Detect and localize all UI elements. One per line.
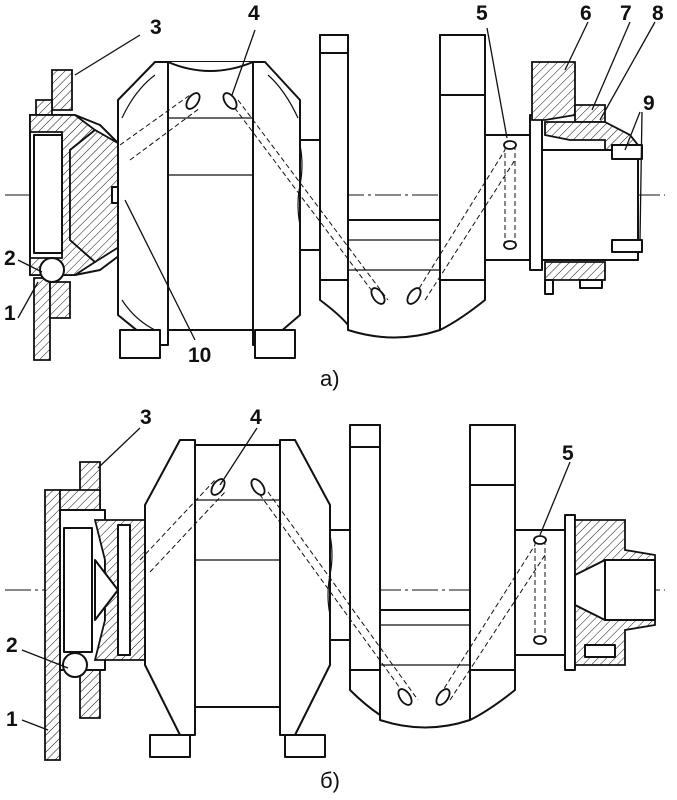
callout-a-7: 7 xyxy=(620,2,632,25)
caption-a: а) xyxy=(320,366,340,391)
callout-a-6: 6 xyxy=(580,2,592,25)
caption-b: б) xyxy=(320,768,340,793)
callout-b-2: 2 xyxy=(6,634,18,657)
callout-b-4: 4 xyxy=(250,406,262,429)
callout-a-5: 5 xyxy=(476,2,488,25)
callout-b-1: 1 xyxy=(6,708,18,731)
callout-a-3: 3 xyxy=(150,16,162,39)
view-b-drawing xyxy=(5,424,665,761)
callout-b-3: 3 xyxy=(140,406,152,429)
callout-a-10: 10 xyxy=(188,344,211,367)
rear-seal-part-6 xyxy=(531,61,576,121)
callout-a-8: 8 xyxy=(652,2,664,25)
callout-a-4: 4 xyxy=(248,2,260,25)
flange-part-1-a xyxy=(33,277,51,361)
callout-a-9: 9 xyxy=(643,92,655,115)
callout-a-2: 2 xyxy=(4,247,16,270)
callout-a-1: 1 xyxy=(4,302,16,325)
callout-b-5: 5 xyxy=(562,442,574,465)
view-a-drawing xyxy=(5,21,665,361)
